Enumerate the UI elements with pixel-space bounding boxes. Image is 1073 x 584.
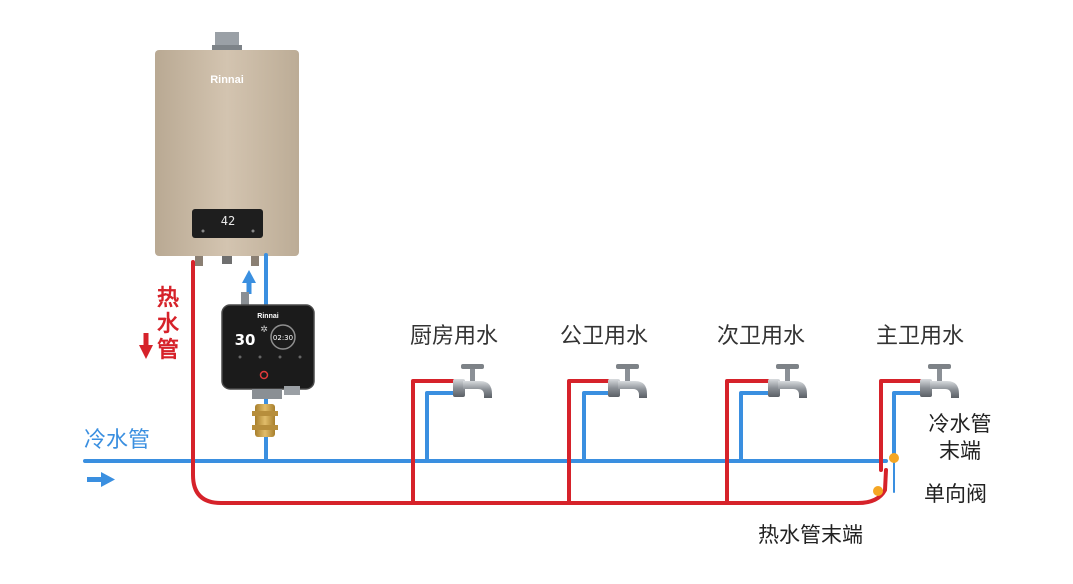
hot-pipe-label: 热 水 管 [155,288,181,366]
hot-water-network [191,260,922,505]
cold-inlet-arrow-icon [87,472,115,487]
water-heater: Rinnai 42 [155,32,299,266]
heater-brand-logo: Rinnai [210,74,244,86]
cold-water-network [83,253,922,493]
hot-branch-second-bath [725,379,770,505]
faucet-label-master-bath: 主卫用水 [876,324,965,349]
pump-outflow-arrow-icon [242,270,256,294]
cold-branch-public-bath [582,391,610,463]
hot-branch-public-bath [567,379,610,505]
cold-pipe-end-label-line-1: 冷水管 [928,412,992,436]
faucet-label-kitchen: 厨房用水 [410,324,499,349]
faucet-label-second-bath: 次卫用水 [717,324,806,349]
cold-branch-kitchen [425,391,455,463]
heater-body [155,50,299,256]
faucet-second-bath-icon [768,364,807,398]
circulation-pump: Rinnai 30 ✲ 02:30 [221,292,315,399]
cold-pipe-end-label: 冷水管 末端 [922,414,998,462]
hot-branch-kitchen [411,379,455,505]
cold-branch-master-bath [892,391,922,463]
inlet-brass-valve [252,404,278,437]
pump-power-icon [259,370,269,380]
cold-branch-second-bath [739,391,770,463]
check-valve-marker [873,486,883,496]
hot-pipe-label-char-1: 热 [156,286,179,311]
faucet-label-public-bath: 公卫用水 [560,324,649,349]
cold-pipe-end-label-line-2: 末端 [939,439,981,463]
heater-display-temp: 42 [221,214,235,228]
pump-display-temp: 30 [235,331,256,349]
pump-display-time: 02:30 [273,334,293,342]
cold-pipe-label: 冷水管 [84,428,151,453]
hot-down-arrow-icon [139,333,153,359]
heater-control-panel [192,209,263,238]
cold-end-marker [889,453,899,463]
hot-branch-master-bath [879,379,922,472]
hot-main-pipe [191,260,888,505]
check-valve-label: 单向阀 [924,482,987,506]
hot-pipe-label-char-2: 水 [156,312,179,337]
pump-brand-logo: Rinnai [257,313,278,320]
hot-pipe-label-char-3: 管 [156,338,179,363]
faucet-master-bath-icon [920,364,959,398]
snowflake-icon: ✲ [260,325,268,335]
pump-timer-ring [270,324,296,350]
faucet-kitchen-icon [453,364,492,398]
hot-pipe-end-label: 热水管末端 [758,523,863,547]
faucet-public-bath-icon [608,364,647,398]
